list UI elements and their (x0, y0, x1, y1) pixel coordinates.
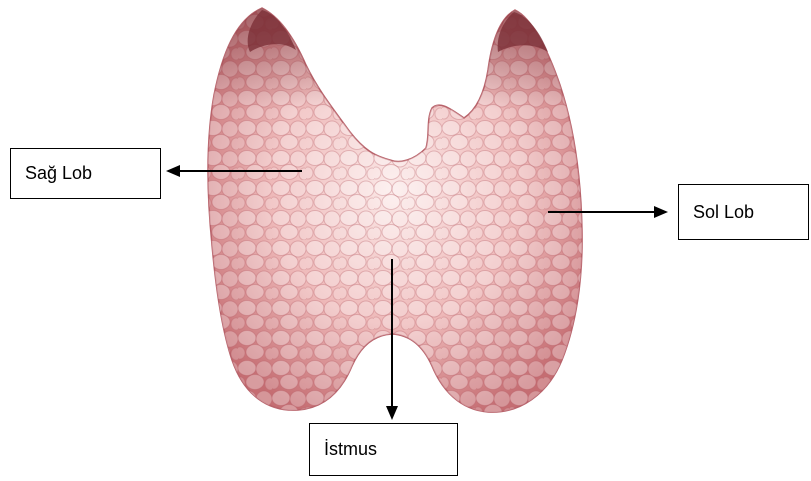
label-left-lobe-text: Sol Lob (693, 202, 754, 223)
label-isthmus: İstmus (309, 423, 458, 476)
thyroid-gland (208, 8, 582, 412)
label-left-lobe: Sol Lob (678, 184, 809, 240)
label-right-lobe-text: Sağ Lob (25, 163, 92, 184)
label-right-lobe: Sağ Lob (10, 148, 161, 199)
label-isthmus-text: İstmus (324, 439, 377, 460)
